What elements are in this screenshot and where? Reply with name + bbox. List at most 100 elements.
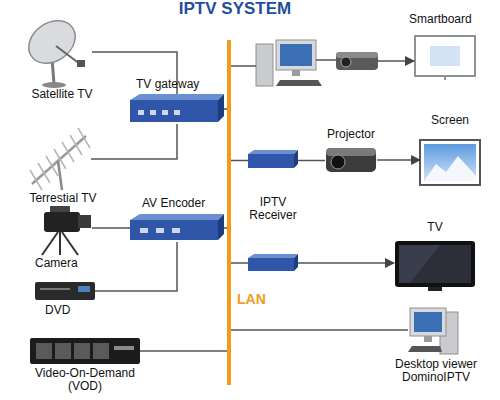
dvd-player-icon [40,288,70,290]
tv-gateway-device [130,94,224,122]
lan-wire [316,59,336,61]
device-node: Video-On-Demand (VOD) [30,336,140,366]
iptv-receiver-device [294,254,298,271]
camera-icon [42,206,91,255]
device-node: Desktop viewer DominoIPTV [408,305,460,355]
device-label: IPTV Receiver [243,196,303,222]
connector [231,329,408,331]
projector-icon [336,52,378,70]
camera-icon [50,206,70,212]
satellite-dish-icon [21,12,85,88]
terrestrial-antenna-icon [30,170,42,190]
presenter-pc-icon [256,44,273,86]
vod-server-icon [30,338,140,364]
smartboard-icon [430,46,460,66]
av-encoder-device [156,228,164,233]
tv-gateway-device [130,94,224,100]
satellite-dish-icon [56,46,80,64]
device-node: DVD [35,280,95,302]
device-node: Smartboard [415,35,475,77]
iptv-receiver-device [248,154,294,168]
smartboard-icon [444,76,446,80]
av-encoder-device [130,214,224,240]
tv-gateway-device [150,110,156,115]
desktop-pc-icon [408,346,442,352]
television-icon [395,241,475,291]
device-node: Satellite TV [30,18,92,86]
projector-icon [326,148,376,156]
desktop-pc-icon [414,312,442,332]
tv-gateway-device [218,94,224,122]
tv-gateway-device [138,110,144,115]
projection-screen-icon [420,140,480,185]
presenter-pc-icon [280,44,312,66]
device-node: TV gateway [130,94,224,124]
tv-gateway-device [174,110,180,115]
vod-server-icon [93,343,109,359]
terrestrial-antenna-icon [30,128,90,190]
device-node: Projector [325,145,377,175]
projector-icon [331,155,345,169]
projector-icon [341,57,351,67]
smartboard-icon [415,36,475,76]
av-encoder-device [172,228,180,233]
lan-wire [231,262,248,264]
desktop-pc-icon [424,336,432,342]
vod-server-icon [74,343,90,359]
television-icon [399,245,471,283]
device-label: Satellite TV [14,88,110,101]
device-label: TV gateway [136,78,222,91]
av-encoder-device [140,228,148,233]
projection-screen-icon [424,156,476,181]
lan-wire [231,65,256,67]
terrestrial-antenna-icon [78,128,90,148]
projector-icon [336,52,378,58]
presenter-pc-icon [276,40,316,70]
television-icon [428,287,442,291]
iptv-receiver-device [248,254,298,258]
dvd-player-icon [35,282,95,300]
lan-wire [298,262,394,264]
camera-icon [62,232,78,255]
desktop-pc-icon [410,308,446,336]
device-node: TV [395,240,475,290]
dvd-player-icon [78,286,90,292]
device-label: Screen [415,114,485,127]
tv-gateway-device [130,100,218,122]
camera-icon [44,212,80,232]
device-label: Desktop viewer DominoIPTV [376,358,496,384]
lan-backbone: LAN [227,40,231,385]
terrestrial-antenna-icon [38,163,50,183]
desktop-pc-icon [408,308,458,354]
presenter-pc-icon [292,70,300,76]
device-node: Terrestial TV [25,128,91,190]
projection-screen-icon [424,144,476,181]
tv-gateway-device [162,110,168,115]
television-icon [399,245,440,283]
terrestrial-antenna-icon [58,161,62,190]
device-label: AV Encoder [142,197,222,210]
camera-icon [59,232,61,255]
vod-server-icon [114,346,134,350]
lan-wire [378,60,414,62]
device-node: Camera [35,205,92,255]
connector [95,242,177,291]
device-label: DVD [45,304,95,317]
vod-server-icon [55,343,71,359]
device-label: TV [395,221,475,234]
diagram-title: IPTV SYSTEM [130,0,340,18]
terrestrial-antenna-icon [70,135,82,155]
device-label: Terrestial TV [13,192,113,205]
terrestrial-antenna-icon [46,156,58,176]
camera-icon [42,232,58,255]
device-label: Camera [35,257,105,270]
terrestrial-antenna-icon [54,149,66,169]
connector [92,227,130,229]
connector [298,160,325,162]
projector-icon [326,148,376,172]
iptv-receiver-device [248,254,298,271]
projector-icon [326,148,376,172]
iptv-receiver-device [248,150,298,154]
device-label: Smartboard [409,13,489,26]
satellite-dish-icon [77,60,85,67]
